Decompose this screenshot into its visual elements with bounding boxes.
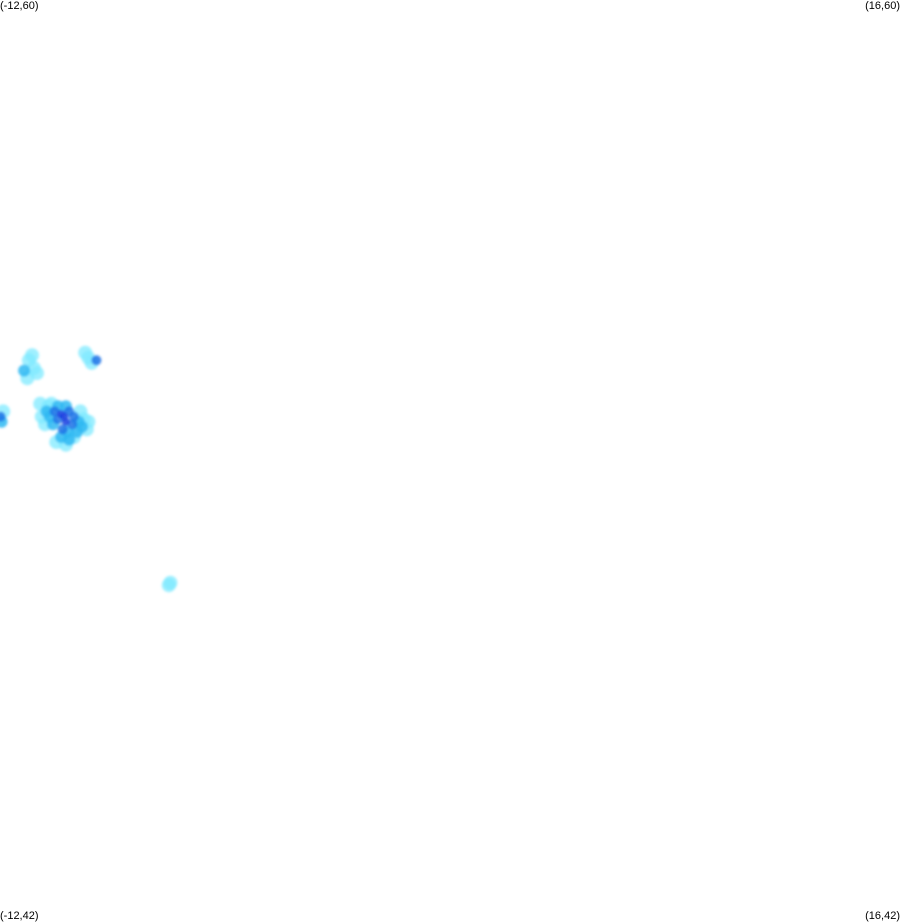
main-cluster (33, 396, 96, 452)
corner-label-top-left: (-12,60) (0, 0, 39, 12)
echo-cell (25, 348, 40, 363)
echo-cell (61, 417, 70, 426)
corner-label-bottom-left: (-12,42) (0, 910, 39, 922)
echo-cell (78, 345, 93, 360)
echo-cell (91, 355, 102, 366)
west-edge-cluster (0, 404, 11, 428)
echo-cell (63, 433, 76, 446)
north-cluster (78, 345, 102, 370)
echo-cell (49, 406, 60, 417)
southeast-cell (161, 575, 178, 593)
echo-cell (57, 424, 68, 435)
corner-label-bottom-right: (16,42) (865, 910, 900, 922)
echo-cell (71, 425, 84, 438)
echo-cell (68, 411, 79, 422)
echo-cell (0, 411, 6, 422)
corner-label-top-right: (16,60) (865, 0, 900, 12)
echo-cell (161, 578, 176, 593)
echo-cell (18, 364, 31, 377)
northwest-cluster (18, 348, 44, 386)
echo-cell (40, 405, 53, 418)
